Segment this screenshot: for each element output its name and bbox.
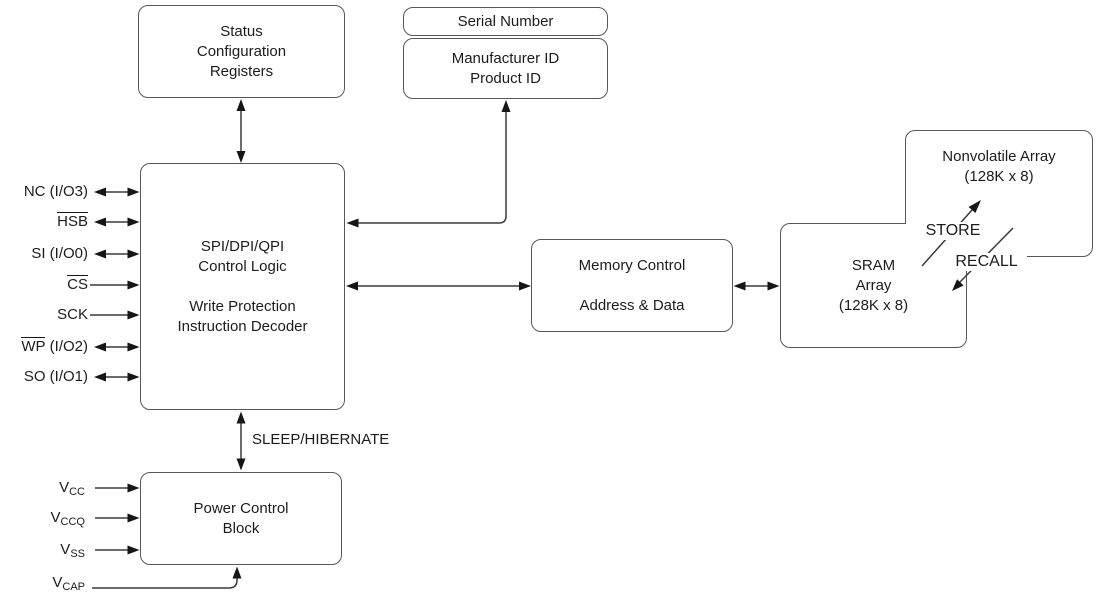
- pin-text: SI (I/O0): [31, 245, 88, 262]
- pin-subscript: CAP: [62, 581, 85, 593]
- arrow-pin-si: [94, 249, 140, 259]
- sleep-hibernate-label: SLEEP/HIBERNATE: [252, 431, 390, 448]
- pin-text: NC (I/O3): [23, 183, 88, 200]
- pin-label-vcc: VCC: [0, 478, 85, 498]
- box-line: Memory Control: [578, 256, 686, 274]
- pin-text: V: [50, 509, 61, 526]
- pin-label-sck: SCK: [0, 305, 88, 325]
- pin-label-hsb: HSB: [0, 212, 88, 232]
- status-configuration-registers-box: Status Configuration Registers: [138, 5, 345, 98]
- arrow-status-control: [236, 99, 246, 163]
- pin-text: SO (I/O1): [23, 368, 88, 385]
- pin-label-vss: VSS: [0, 540, 85, 560]
- pin-text: (I/O2): [45, 338, 88, 355]
- store-label: STORE: [917, 222, 989, 240]
- manufacturer-product-id-box: Manufacturer ID Product ID: [403, 38, 608, 99]
- arrow-id-control-elbow: [346, 100, 511, 228]
- box-line: SRAM: [851, 256, 896, 274]
- box-line: Write Protection: [189, 297, 296, 315]
- pin-text: SCK: [57, 306, 88, 323]
- arrow-pin-cs: [90, 280, 140, 290]
- power-control-block-box: Power Control Block: [140, 472, 342, 565]
- arrow-pin-vss: [95, 545, 140, 555]
- box-line: Control Logic: [198, 257, 287, 275]
- box-line: Manufacturer ID: [451, 49, 560, 67]
- box-line: Nonvolatile Array: [942, 148, 1056, 165]
- pin-text-overline: HSB: [57, 212, 88, 230]
- box-line: Power Control: [193, 499, 289, 517]
- box-line: Address & Data: [579, 296, 685, 314]
- pin-subscript: CC: [69, 486, 85, 498]
- arrow-control-power: [236, 411, 246, 471]
- arrow-pin-vcap: [92, 566, 242, 589]
- arrow-pin-hsb: [94, 217, 140, 227]
- box-line: Configuration: [196, 42, 287, 60]
- pin-label-vccq: VCCQ: [0, 508, 85, 528]
- pin-label-si: SI (I/O0): [0, 244, 88, 264]
- pin-label-so: SO (I/O1): [0, 367, 88, 387]
- sram-array-box: SRAM Array (128K x 8): [780, 223, 967, 348]
- pin-subscript: SS: [70, 548, 85, 560]
- box-line: Registers: [209, 62, 274, 80]
- arrow-memory-sram: [733, 281, 780, 291]
- pin-label-cs: CS: [0, 275, 88, 295]
- arrow-pin-vcc: [95, 483, 140, 493]
- pin-label-nc: NC (I/O3): [0, 182, 88, 202]
- box-line: Instruction Decoder: [177, 317, 308, 335]
- arrow-pin-wp: [94, 342, 140, 352]
- box-line: Product ID: [470, 69, 541, 87]
- recall-label: RECALL: [946, 253, 1027, 271]
- arrow-control-memory: [346, 281, 531, 291]
- pin-text: V: [52, 574, 63, 591]
- box-line: SPI/DPI/QPI: [200, 237, 285, 255]
- arrow-pin-vccq: [95, 513, 140, 523]
- box-line: (128K x 8): [964, 168, 1034, 185]
- arrow-pin-sck: [90, 310, 140, 320]
- pin-label-vcap: VCAP: [0, 573, 85, 593]
- pin-text: V: [59, 479, 70, 496]
- spi-control-logic-box: SPI/DPI/QPI Control Logic Write Protecti…: [140, 163, 345, 410]
- box-line: Array: [855, 276, 892, 294]
- box-line: Block: [222, 519, 260, 537]
- memory-control-box: Memory Control Address & Data: [531, 239, 733, 332]
- serial-number-box: Serial Number: [403, 7, 608, 36]
- box-line: Serial Number: [457, 12, 554, 30]
- pin-text: V: [60, 541, 71, 558]
- pin-text-overline: WP: [21, 337, 46, 355]
- arrow-pin-so: [94, 372, 140, 382]
- box-line: (128K x 8): [838, 296, 909, 314]
- box-line: Status: [220, 22, 263, 40]
- pin-text-overline: CS: [67, 275, 88, 293]
- pin-subscript: CCQ: [60, 516, 85, 528]
- arrow-pin-nc: [94, 187, 140, 197]
- pin-label-wp: WP (I/O2): [0, 337, 88, 357]
